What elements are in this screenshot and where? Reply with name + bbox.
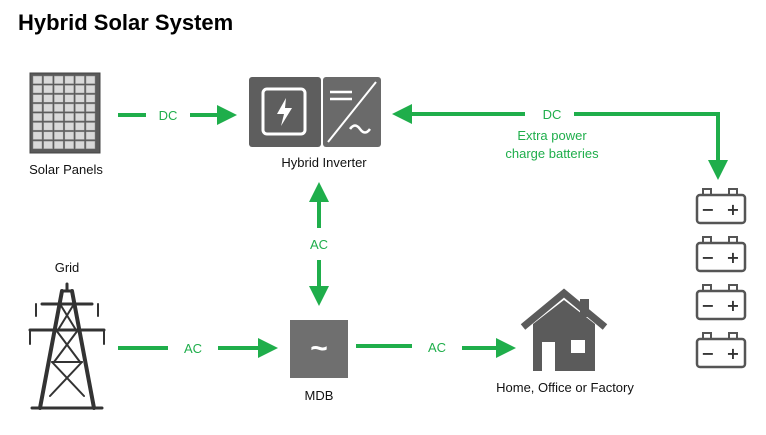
flow-inverter-to-batteries [392,104,728,180]
hybrid-inverter-label: Hybrid Inverter [281,155,367,170]
solar-panel-icon [29,72,101,154]
battery-plus-symbol: + [726,200,739,219]
mdb-label: MDB [305,388,334,403]
battery-plus-symbol: + [726,248,739,267]
mdb-box: ~ [290,320,348,378]
home-label: Home, Office or Factory [496,380,634,395]
battery-stack: −+−+−+−+ [695,188,747,369]
flow-note-extra-power: Extra power [517,128,587,143]
flow-label-dc-batteries: DC [543,107,562,122]
battery-icon: −+ [695,236,747,273]
flow-label-ac-home: AC [428,340,446,355]
battery-minus-symbol: − [701,200,714,219]
flow-label-ac-grid: AC [184,341,202,356]
battery-icon: −+ [695,332,747,369]
battery-minus-symbol: − [701,296,714,315]
inverter-icon [249,77,381,147]
battery-plus-symbol: + [726,296,739,315]
flow-label-dc-panels: DC [159,108,178,123]
tilde-icon: ~ [310,332,328,365]
diagram-title: Hybrid Solar System [18,10,233,35]
grid-label: Grid [55,260,80,275]
battery-minus-symbol: − [701,248,714,267]
solar-panels-label: Solar Panels [29,162,103,177]
flow-label-ac-inverter-mdb: AC [310,237,328,252]
house-icon [520,288,608,371]
battery-minus-symbol: − [701,344,714,363]
battery-icon: −+ [695,284,747,321]
transmission-tower-icon [28,282,106,410]
battery-icon: −+ [695,188,747,225]
flow-mdb-to-home [356,338,516,358]
battery-plus-symbol: + [726,344,739,363]
flow-note-charge-batteries: charge batteries [505,146,599,161]
